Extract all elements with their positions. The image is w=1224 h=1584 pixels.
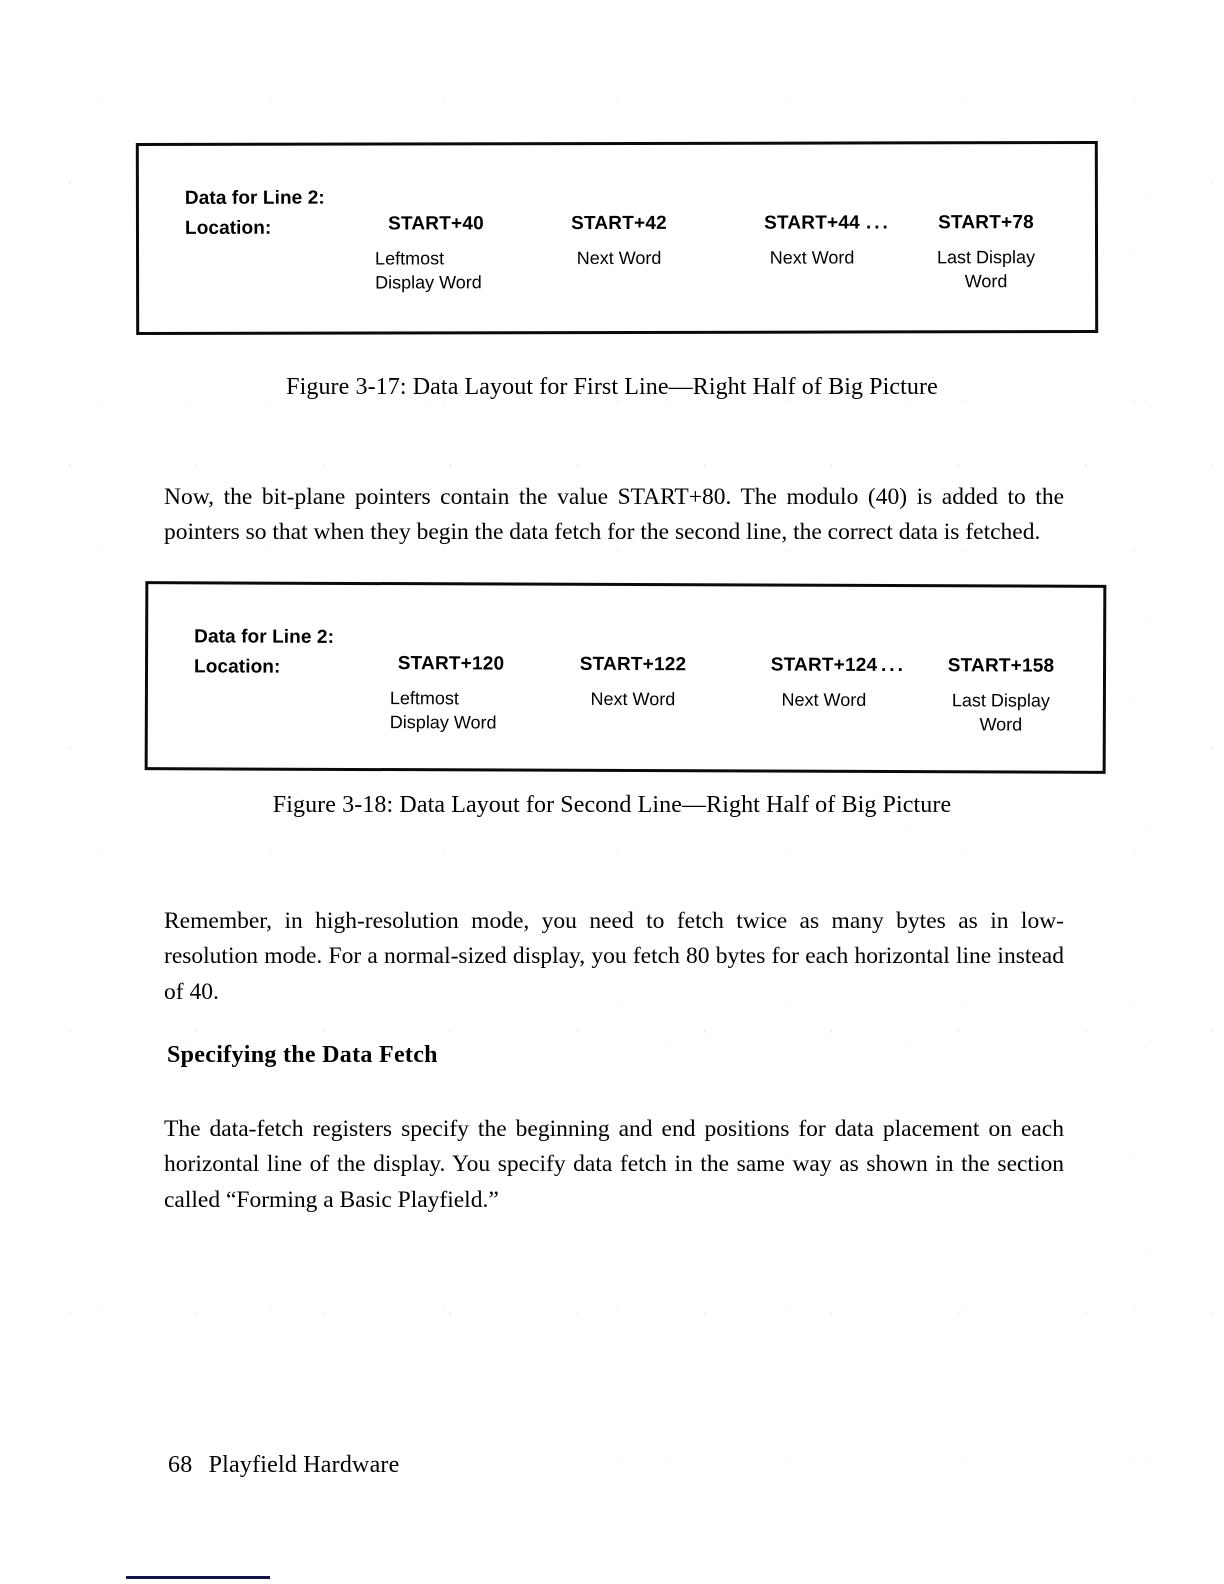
figure-3-17-column-2-description: Next Word xyxy=(544,246,694,270)
figure-3-17-location-label: Location: xyxy=(184,217,272,239)
figure-3-17-column-1-address: START+40 xyxy=(388,213,484,235)
figure-3-17-column-2-address: START+42 xyxy=(571,212,667,235)
footer-chapter-title: Playfield Hardware xyxy=(208,1452,400,1478)
body-paragraph-2: Remember, in high-resolution mode, you n… xyxy=(164,907,1064,1005)
figure-3-18-box: Data for Line 2: Location: START+120 Lef… xyxy=(144,581,1107,774)
figure-3-17-data-label: Data for Line 2: xyxy=(184,187,325,209)
page-footer: 68 Playfield Hardware xyxy=(168,1452,399,1479)
page-number: 68 xyxy=(168,1452,193,1478)
figure-3-17-column-3: START+44 Next Word xyxy=(737,212,887,269)
figure-3-17-box: Data for Line 2: Location: START+40 Left… xyxy=(135,140,1099,336)
bottom-edge-rule xyxy=(126,1576,270,1579)
figure-3-17-column-3-desc-line1: Next Word xyxy=(769,247,855,268)
figure-3-18-column-1: START+120 Leftmost Display Word xyxy=(376,653,526,735)
figure-3-17-column-2-desc-line1: Next Word xyxy=(576,247,662,269)
figure-3-17-column-4-desc-line1: Last Display xyxy=(936,247,1036,268)
figure-3-17-column-1: START+40 Leftmost Display Word xyxy=(361,213,511,295)
figure-3-18-location-label: Location: xyxy=(193,656,281,678)
figure-3-18-column-3-address: START+124 xyxy=(770,654,878,676)
figure-3-17-column-3-address: START+44 xyxy=(764,212,860,234)
figure-3-18-column-1-desc-line2: Display Word xyxy=(389,712,497,733)
figure-3-17-column-4-address: START+78 xyxy=(938,212,1034,234)
figure-3-18-column-1-address: START+120 xyxy=(397,653,505,675)
figure-3-17-column-3-description: Next Word xyxy=(737,245,887,269)
section-heading-specifying-the-data-fetch: Specifying the Data Fetch xyxy=(167,1041,438,1068)
body-paragraph-1: Now, the bit-plane pointers contain the … xyxy=(164,483,1064,546)
figure-3-17-ellipsis: ... xyxy=(865,212,891,234)
figure-3-17-column-2: START+42 Next Word xyxy=(544,213,694,270)
figure-3-18-caption: Figure 3-18: Data Layout for Second Line… xyxy=(272,792,952,818)
figure-3-17-column-1-desc-line1: Leftmost xyxy=(375,248,445,269)
figure-3-18-data-label: Data for Line 2: xyxy=(194,626,335,648)
figure-3-17-column-1-description: Leftmost Display Word xyxy=(361,246,511,295)
figure-3-18-column-3: START+124 Next Word xyxy=(749,654,899,712)
figure-3-18-column-4-desc-line1: Last Display xyxy=(951,690,1050,711)
figure-3-18-column-2: START+122 Next Word xyxy=(558,654,708,712)
body-paragraph-3: The data-fetch registers specify the beg… xyxy=(164,1115,1064,1213)
figure-3-18-column-2-description: Next Word xyxy=(558,687,708,712)
figure-3-18-column-1-description: Leftmost Display Word xyxy=(376,686,526,735)
figure-3-18-ellipsis: ... xyxy=(881,654,906,677)
figure-3-18-column-4-address: START+158 xyxy=(947,655,1055,677)
figure-3-18-column-3-description: Next Word xyxy=(749,687,899,712)
figure-3-18-column-1-desc-line1: Leftmost xyxy=(389,688,459,709)
figure-3-17-column-4: START+78 Last Display Word xyxy=(911,212,1061,294)
figure-3-18-column-4-desc-line2: Word xyxy=(979,714,1023,735)
figure-3-17-column-4-desc-line2: Word xyxy=(964,271,1008,292)
figure-3-18-column-4-description: Last Display Word xyxy=(926,688,1076,737)
figure-3-18-column-3-desc-line1: Next Word xyxy=(781,689,867,710)
figure-3-18-column-4: START+158 Last Display Word xyxy=(926,655,1076,737)
figure-3-17-column-1-desc-line2: Display Word xyxy=(375,272,482,293)
figure-3-18-column-2-desc-line1: Next Word xyxy=(590,688,676,710)
figure-3-17-column-4-description: Last Display Word xyxy=(911,245,1061,294)
figure-3-18-column-2-address: START+122 xyxy=(579,653,687,676)
figure-3-17-caption: Figure 3-17: Data Layout for First Line—… xyxy=(286,374,938,400)
